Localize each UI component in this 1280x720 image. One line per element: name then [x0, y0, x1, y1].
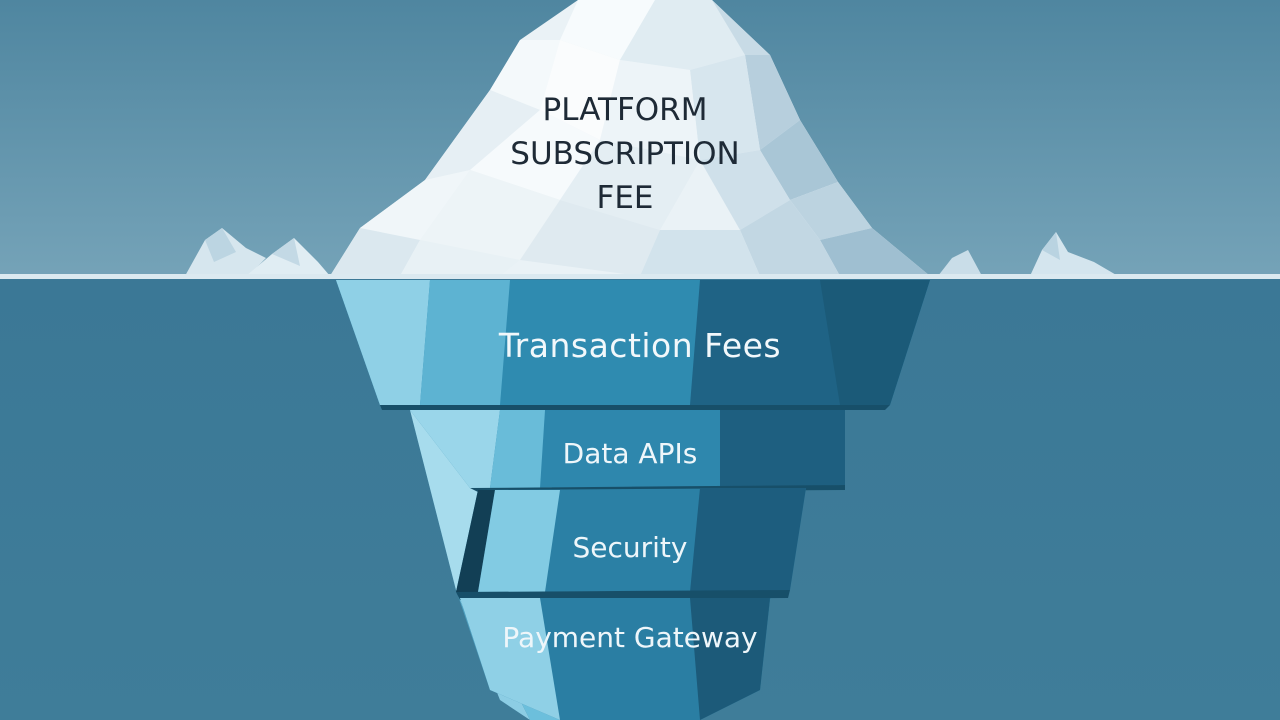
waterline	[0, 274, 1280, 279]
tier-label-data-apis: Data APIs	[562, 437, 698, 470]
tier-transaction-fees	[336, 280, 930, 410]
tier-label-security: Security	[572, 531, 688, 564]
iceberg-tip	[330, 0, 930, 276]
tip-label-line: PLATFORM	[542, 92, 708, 128]
tip-label-line: FEE	[596, 180, 654, 216]
tier-label-transaction-fees: Transaction Fees	[498, 326, 782, 365]
tier-data-apis	[410, 410, 845, 492]
tip-label-platform-subscription-fee: PLATFORM SUBSCRIPTION FEE	[470, 88, 780, 220]
tip-label-line: SUBSCRIPTION	[510, 136, 740, 172]
distant-ice-chunks	[185, 228, 1118, 276]
tier-payment-gateway	[460, 598, 770, 720]
tier-security	[456, 488, 806, 600]
tier-label-payment-gateway: Payment Gateway	[502, 621, 758, 654]
